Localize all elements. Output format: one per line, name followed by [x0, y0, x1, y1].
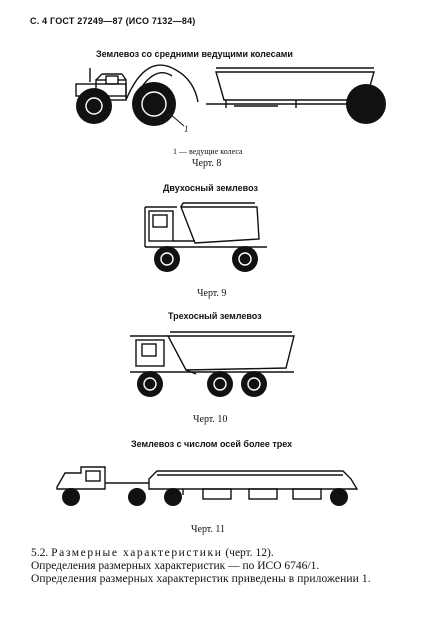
- three-axle-dump-truck-icon: [130, 331, 295, 397]
- section-number: 5.2.: [31, 547, 49, 559]
- figure-11-label: Черт. 11: [191, 524, 226, 535]
- section-heading-ref: (черт. 12).: [225, 547, 274, 559]
- figure-10-label: Черт. 10: [193, 414, 228, 425]
- figure-8-label: Черт. 8: [192, 158, 222, 169]
- figure-10-caption: Трехосный землевоз: [168, 311, 262, 321]
- figure-9-caption: Двухосный землевоз: [163, 183, 258, 193]
- mid-drive-dumper-icon: [75, 64, 386, 127]
- figure-8-callout: 1: [184, 124, 189, 134]
- figure-8-caption: Землевоз со средними ведущими колесами: [96, 49, 293, 59]
- figure-8-legend: 1 — ведущие колеса: [173, 147, 243, 156]
- figure-9-label: Черт. 9: [197, 288, 227, 299]
- paragraph-2: Определения размерных характеристик прив…: [31, 573, 371, 585]
- section-heading-spaced: Размерные характеристики: [51, 547, 223, 559]
- figure-11-caption: Землевоз с числом осей более трех: [131, 439, 293, 449]
- two-axle-dump-truck-icon: [144, 202, 267, 272]
- page-header: С. 4 ГОСТ 27249—87 (ИСО 7132—84): [30, 16, 196, 26]
- multi-axle-hauler-icon: [56, 466, 359, 506]
- section-heading: 5.2. Размерные характеристики (черт. 12)…: [31, 547, 407, 560]
- paragraph-1: Определения размерных характеристик — по…: [31, 560, 320, 572]
